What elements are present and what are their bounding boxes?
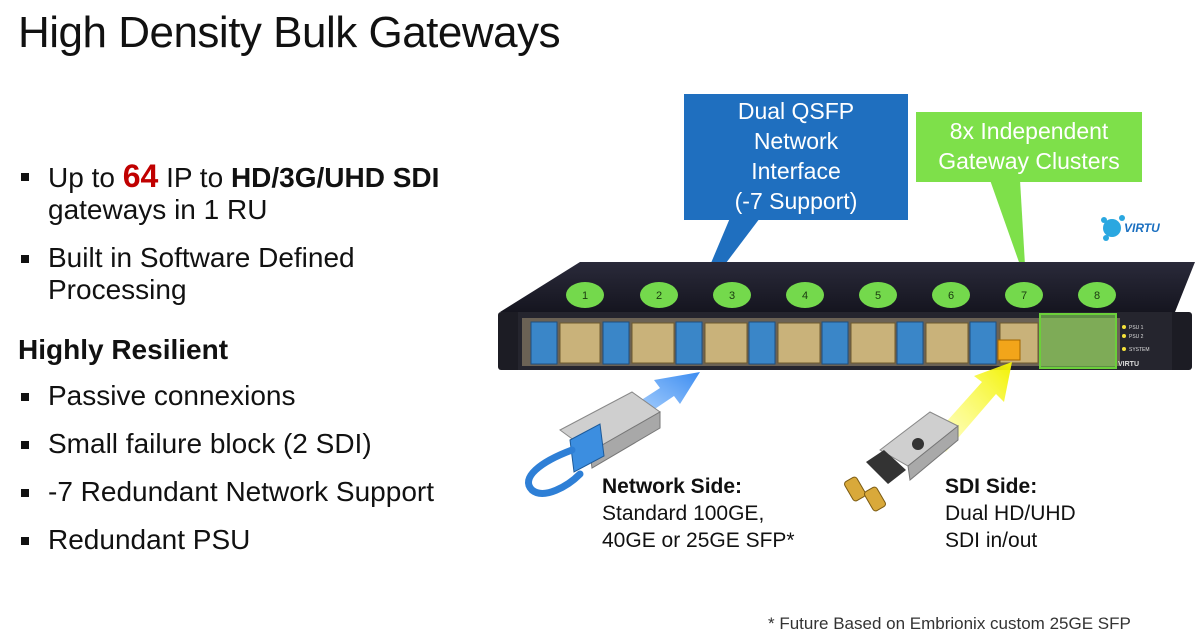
- qsfp-port: [896, 321, 924, 365]
- cluster-marker: [566, 282, 604, 308]
- qsfp-port: [748, 321, 776, 365]
- cluster-number: 2: [656, 290, 662, 302]
- clusters-callout: 8x Independent Gateway Clusters: [916, 112, 1142, 182]
- sdi-block: [631, 322, 675, 364]
- clusters-callout-pointer: [990, 180, 1026, 282]
- callout-line: 8x Independent: [949, 118, 1109, 144]
- callout-line: Gateway Clusters: [938, 148, 1120, 174]
- qsfp-ports: [530, 321, 997, 365]
- sdi-block: [925, 322, 969, 364]
- cluster-marker: [640, 282, 678, 308]
- bullet-text: IP to: [158, 162, 231, 193]
- qsfp-module-icon: [525, 391, 661, 497]
- network-side-line: Standard 100GE,: [602, 502, 765, 525]
- sdi-sfp-highlight: [997, 339, 1021, 361]
- cluster-marker: [713, 282, 751, 308]
- led-label: SYSTEM: [1129, 347, 1150, 353]
- cluster-number: 7: [1021, 290, 1027, 302]
- section-heading: Highly Resilient: [18, 334, 229, 365]
- callout-line: Dual QSFP: [737, 98, 855, 124]
- led-icon: [1122, 347, 1126, 351]
- bold-text: HD/3G/UHD SDI: [230, 162, 440, 193]
- cluster-marker: [786, 282, 824, 308]
- sdi-side-line: Dual HD/UHD: [945, 502, 1076, 525]
- callout-line: (-7 Support): [734, 188, 858, 214]
- status-leds: PSU 1 PSU 2 SYSTEM: [1122, 325, 1150, 353]
- sdi-block: [559, 322, 601, 364]
- bullet-redundant-network: -7 Redundant Network Support: [18, 476, 488, 508]
- cluster-number: 6: [948, 290, 954, 302]
- cluster-marker: [859, 282, 897, 308]
- virtu-logo: VIRTU: [1101, 215, 1160, 241]
- led-label: PSU 2: [1129, 334, 1144, 340]
- network-side-heading: Network Side:: [602, 475, 743, 498]
- callout-line: Network: [753, 128, 839, 154]
- highlight-number: 64: [122, 158, 159, 194]
- callout-line: Interface: [751, 158, 841, 184]
- bullet-text: gateways in 1 RU: [48, 194, 268, 225]
- rack-ear-right: [1168, 312, 1192, 370]
- qsfp-port: [602, 321, 630, 365]
- cluster-number: 1: [582, 290, 588, 302]
- sdi-side-label: SDI Side: Dual HD/UHD SDI in/out: [945, 473, 1076, 554]
- bullet-list: Up to 64 IP to HD/3G/UHD SDI gateways in…: [18, 160, 488, 572]
- sdi-block: [850, 322, 896, 364]
- led-label: PSU 1: [1129, 325, 1144, 331]
- led-icon: [1122, 334, 1126, 338]
- sdi-side-line: SDI in/out: [945, 529, 1038, 552]
- qsfp-callout: Dual QSFP Network Interface (-7 Support): [684, 94, 908, 220]
- bullet-text: Up to: [48, 162, 123, 193]
- sdi-connectors: [559, 322, 1039, 364]
- bullet-gateways: Up to 64 IP to HD/3G/UHD SDI gateways in…: [18, 160, 488, 226]
- cluster-number: 4: [802, 290, 808, 302]
- cluster-number: 8: [1094, 290, 1100, 302]
- cluster-number: 3: [729, 290, 735, 302]
- cluster-marker: [1005, 282, 1043, 308]
- cluster-number: 5: [875, 290, 881, 302]
- sdi-sfp-module-icon: [844, 411, 959, 512]
- led-icon: [1122, 325, 1126, 329]
- front-brand: VIRTU: [1118, 361, 1139, 368]
- network-side-line: 40GE or 25GE SFP*: [602, 529, 795, 552]
- sdi-side-heading: SDI Side:: [945, 475, 1038, 498]
- sdi-block: [704, 322, 748, 364]
- sdi-block: [777, 322, 821, 364]
- cluster-marker: [932, 282, 970, 308]
- cluster-marker: [1078, 282, 1116, 308]
- qsfp-port: [821, 321, 849, 365]
- slide-title: High Density Bulk Gateways: [18, 8, 561, 57]
- qsfp-port: [530, 321, 558, 365]
- logo-icon: [1103, 219, 1121, 237]
- logo-dot: [1119, 215, 1125, 221]
- network-side-label: Network Side: Standard 100GE, 40GE or 25…: [602, 473, 795, 554]
- qsfp-port: [675, 321, 703, 365]
- logo-dot: [1101, 217, 1107, 223]
- bullet-passive: Passive connexions: [18, 380, 488, 412]
- footnote: * Future Based on Embrionix custom 25GE …: [768, 614, 1131, 633]
- cluster-markers: 1 2 3 4 5 6 7 8: [566, 282, 1116, 308]
- logo-dot: [1103, 235, 1109, 241]
- qsfp-port: [969, 321, 997, 365]
- bullet-software: Built in Software Defined Processing: [18, 242, 488, 306]
- bullet-redundant-psu: Redundant PSU: [18, 524, 488, 556]
- bullet-failure-block: Small failure block (2 SDI): [18, 428, 488, 460]
- logo-text: VIRTU: [1124, 221, 1160, 235]
- cluster-highlight: [1039, 313, 1117, 369]
- rack-ear-left: [498, 312, 522, 370]
